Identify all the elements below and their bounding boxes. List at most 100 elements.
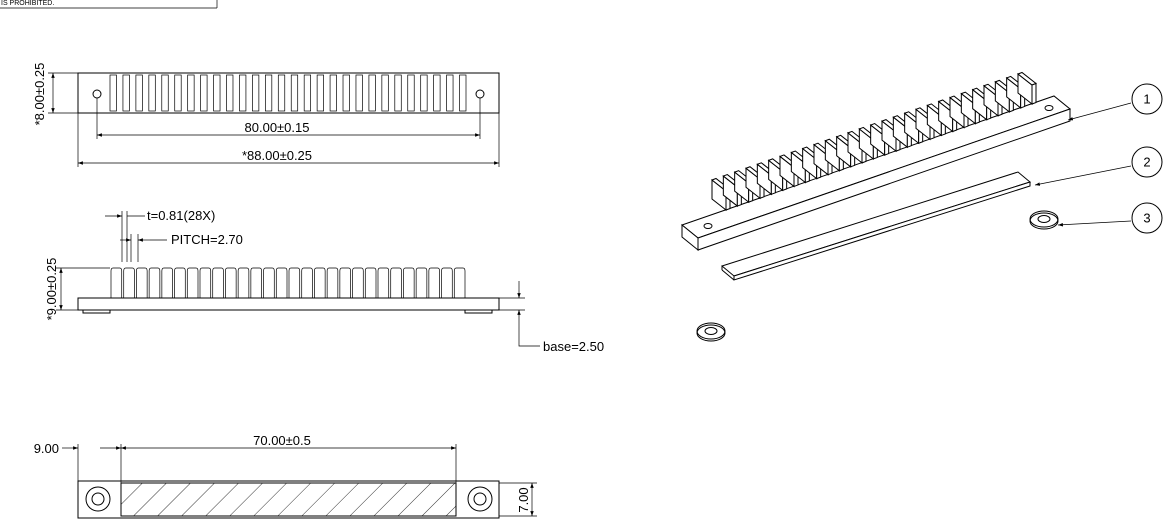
bottom-view-outline	[77, 480, 500, 519]
top-fin	[303, 74, 312, 112]
top-fin	[329, 74, 337, 112]
top-fin	[239, 74, 247, 112]
balloon-2-label: 2	[1143, 154, 1150, 169]
pad-length-dim: 70.00±0.5	[253, 433, 311, 448]
edge-offset-dim: 9.00	[34, 441, 59, 456]
pitch-dim: PITCH=2.70	[171, 232, 243, 247]
iso-fin	[1016, 71, 1038, 106]
pad-width-dim: 7.00	[516, 487, 531, 512]
fin-thickness-dim: t=0.81(28X)	[147, 208, 215, 223]
top-fin	[355, 74, 363, 112]
top-fin	[407, 74, 415, 112]
side-fin	[250, 267, 262, 298]
side-fin	[110, 267, 123, 298]
balloon-3	[1131, 202, 1163, 234]
top-fin	[290, 74, 299, 112]
top-fin	[148, 74, 156, 112]
balloon-2	[1131, 146, 1163, 178]
top-fin	[342, 74, 350, 112]
top-fin	[174, 74, 182, 112]
side-fin	[263, 267, 275, 298]
top-fin	[161, 74, 169, 112]
balloon-1-label: 1	[1143, 91, 1150, 106]
side-fin	[237, 267, 250, 298]
top-fin	[277, 74, 286, 112]
side-fin	[390, 267, 402, 298]
side-fin	[428, 267, 440, 298]
top-fin	[368, 74, 376, 112]
top-view-outline	[77, 72, 500, 114]
top-height-dim: *8.00±0.25	[32, 63, 47, 126]
top-fin	[394, 74, 402, 112]
top-fin	[135, 74, 143, 112]
side-fin	[326, 267, 339, 298]
hole-span-dim: 80.00±0.15	[245, 120, 310, 135]
side-fin	[123, 267, 135, 298]
bottom-hole-left-inner	[91, 492, 105, 506]
mounting-hole-right	[475, 89, 485, 99]
side-fin	[301, 267, 313, 298]
side-view-fins	[110, 267, 466, 298]
side-fin	[415, 267, 428, 298]
bottom-hole-left-outer	[85, 486, 111, 512]
iso-hole-left	[703, 223, 713, 229]
side-fin	[339, 267, 351, 298]
side-fin	[174, 267, 186, 298]
side-fin	[352, 267, 364, 298]
side-view-base	[77, 297, 500, 311]
side-fin	[441, 267, 453, 298]
iso-washer-left	[696, 322, 726, 342]
iso-hole-right	[1044, 105, 1054, 111]
top-fin	[381, 74, 389, 112]
side-fin	[377, 267, 390, 298]
top-fin	[433, 74, 441, 112]
iso-fins	[710, 71, 1038, 212]
iso-thermal-pad-front	[733, 181, 1031, 281]
top-fin	[316, 74, 324, 112]
top-fin	[187, 74, 195, 112]
side-fin	[288, 267, 301, 298]
top-fin	[200, 74, 208, 112]
side-fin	[403, 267, 415, 298]
side-fin	[212, 267, 224, 298]
bottom-hole-right-inner	[473, 492, 487, 506]
iso-washer-right	[1029, 210, 1059, 230]
top-fin	[252, 74, 260, 112]
top-fin	[420, 74, 428, 112]
bottom-hole-right-outer	[467, 486, 493, 512]
top-fin	[122, 74, 130, 112]
mounting-hole-left	[92, 89, 102, 99]
side-fin	[161, 267, 173, 298]
side-fin	[275, 267, 288, 298]
top-fin	[226, 74, 234, 112]
title-block-note: IS PROHIBITED.	[1, 0, 54, 7]
top-fin	[264, 74, 273, 112]
thermal-pad-hatch	[120, 482, 457, 517]
top-fin	[446, 74, 454, 112]
top-view: *8.00±0.25 80.00±0.15 *88.00±0.25	[32, 63, 500, 167]
balloon-3-label: 3	[1143, 210, 1150, 225]
top-fin	[109, 74, 117, 112]
overall-length-dim: *88.00±0.25	[242, 148, 312, 163]
side-fin	[136, 267, 148, 298]
top-fin	[213, 74, 221, 112]
base-dim: base=2.50	[543, 339, 604, 354]
top-view-fins	[109, 74, 467, 112]
iso-base-side	[681, 223, 699, 252]
title-block-fragment: IS PROHIBITED.	[0, 0, 218, 9]
side-fin	[314, 267, 326, 298]
side-fin	[186, 267, 199, 298]
side-view-foot-left	[82, 309, 111, 314]
bottom-view: 9.00 70.00±0.5 7.00	[34, 433, 537, 519]
side-fin	[364, 267, 377, 298]
side-fin	[225, 267, 237, 298]
balloon-1	[1131, 83, 1163, 115]
side-fin	[453, 267, 466, 298]
side-view-foot-right	[464, 309, 493, 314]
side-fin	[148, 267, 161, 298]
side-view: t=0.81(28X) PITCH=2.70 *9.00±0.25 base=2…	[44, 208, 604, 354]
top-fin	[459, 74, 467, 112]
side-fin	[199, 267, 212, 298]
side-height-dim: *9.00±0.25	[44, 258, 59, 321]
